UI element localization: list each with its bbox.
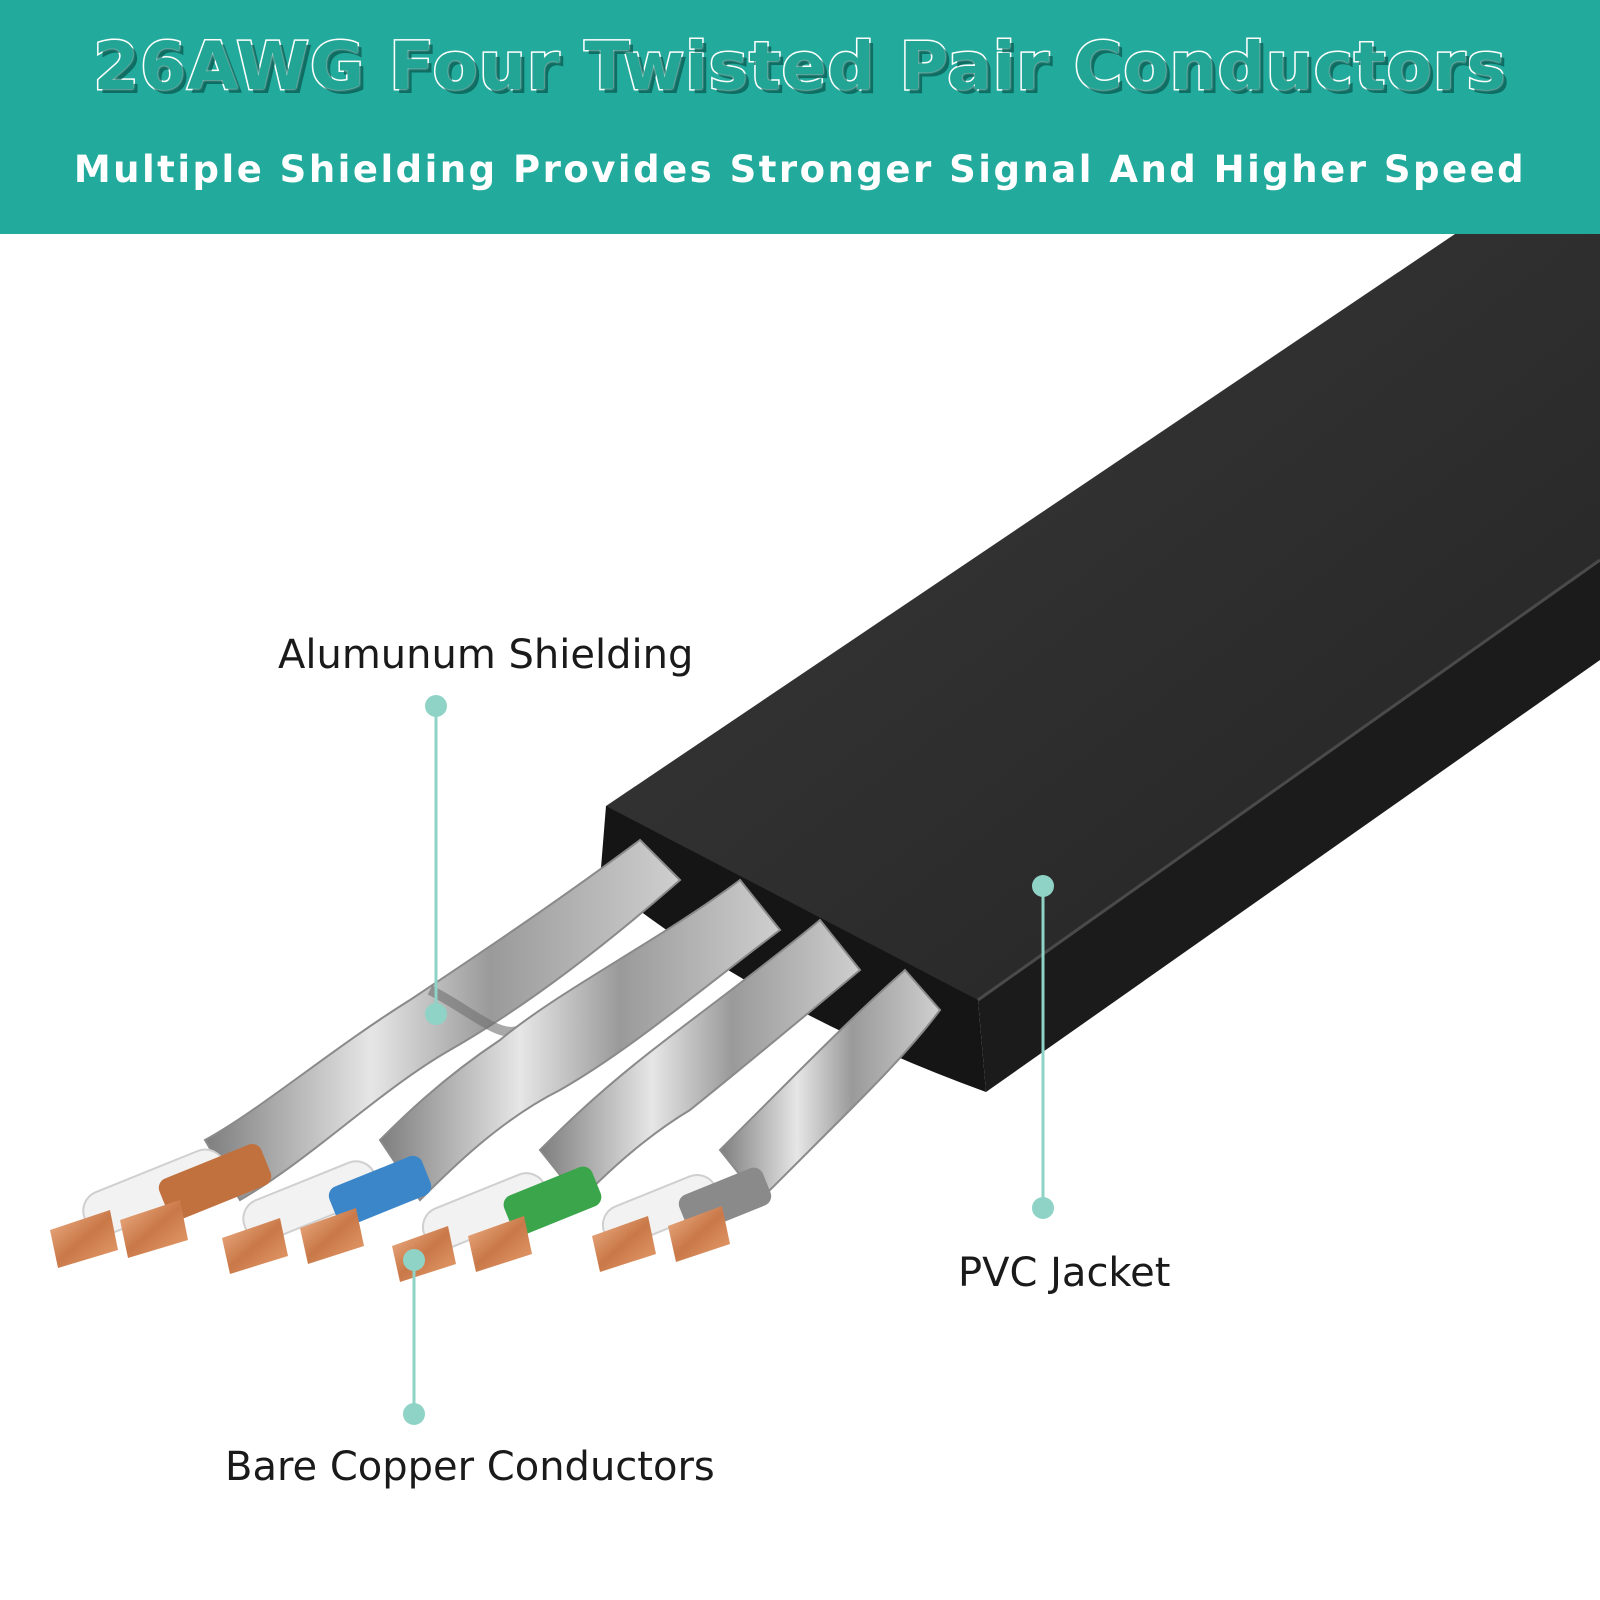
copper-strand bbox=[300, 1208, 364, 1264]
page-title: 26AWG Four Twisted Pair Conductors bbox=[92, 27, 1508, 107]
page-subtitle: Multiple Shielding Provides Stronger Sig… bbox=[73, 148, 1527, 191]
foil-shield bbox=[538, 918, 862, 1202]
wire-insulation-green bbox=[503, 1166, 602, 1236]
callout-dot bbox=[1032, 875, 1054, 897]
conductors-label: Bare Copper Conductors bbox=[225, 1444, 715, 1490]
shielding-label: Alumunum Shielding bbox=[278, 632, 694, 678]
header-banner: 26AWG Four Twisted Pair Conductors Multi… bbox=[0, 0, 1600, 234]
pair-blue bbox=[222, 878, 782, 1274]
callout-dot bbox=[403, 1249, 425, 1271]
pair-gray bbox=[592, 968, 942, 1272]
copper-strand bbox=[668, 1206, 730, 1262]
copper-strand bbox=[50, 1210, 118, 1268]
callout-dot bbox=[1032, 1197, 1054, 1219]
copper-strand bbox=[120, 1200, 188, 1258]
jacket-top-face bbox=[606, 234, 1600, 1000]
jacket-edge-highlight bbox=[977, 558, 1600, 1002]
callout-dot bbox=[403, 1403, 425, 1425]
callout-jacket bbox=[1032, 875, 1054, 1219]
pvc-jacket bbox=[600, 234, 1600, 1092]
callout-dot bbox=[425, 695, 447, 717]
pair-green bbox=[392, 918, 862, 1282]
callout-shielding bbox=[425, 695, 447, 1025]
callout-conductors bbox=[403, 1249, 425, 1425]
copper-strand bbox=[222, 1218, 288, 1274]
callout-dot bbox=[425, 1003, 447, 1025]
jacket-label: PVC Jacket bbox=[958, 1250, 1171, 1296]
copper-strand bbox=[592, 1216, 656, 1272]
copper-strand bbox=[468, 1216, 532, 1272]
foil-shield bbox=[378, 878, 782, 1202]
jacket-side-face bbox=[978, 560, 1600, 1092]
wire-insulation-orange bbox=[158, 1144, 272, 1220]
